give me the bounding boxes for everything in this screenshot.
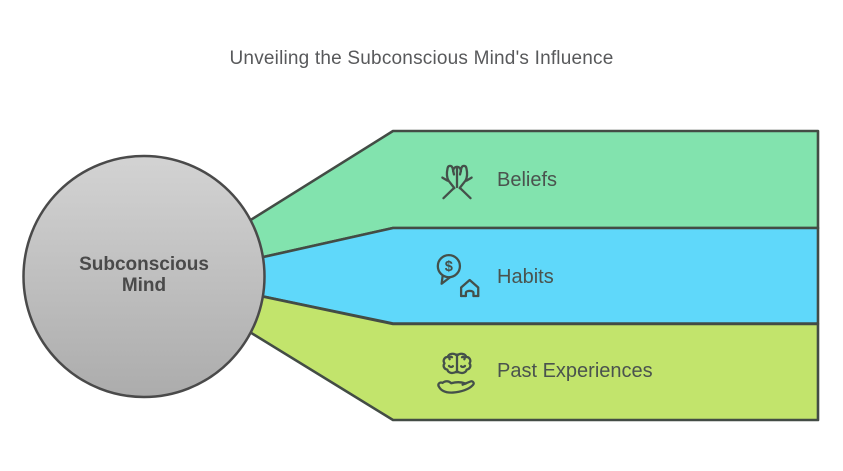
subconscious-mind-label-line1: Subconscious — [79, 254, 209, 275]
subconscious-mind-label: Subconscious Mind — [34, 254, 254, 296]
brain-in-hand-icon — [431, 345, 483, 397]
subconscious-mind-label-line2: Mind — [121, 275, 167, 296]
band-label-habits: Habits — [497, 265, 554, 288]
svg-text:$: $ — [445, 259, 453, 275]
subconscious-mind-circle — [22, 154, 266, 399]
dollar-chat-house-icon: $ — [431, 251, 483, 303]
list-item-habits: $ Habits — [431, 249, 554, 305]
list-item-past-experiences: Past Experiences — [431, 343, 653, 399]
list-item-beliefs: Beliefs — [431, 152, 557, 208]
page-title: Unveiling the Subconscious Mind's Influe… — [229, 48, 614, 69]
praying-hands-icon — [431, 154, 483, 206]
band-label-past-experiences: Past Experiences — [497, 359, 653, 382]
band-label-beliefs: Beliefs — [497, 168, 558, 191]
